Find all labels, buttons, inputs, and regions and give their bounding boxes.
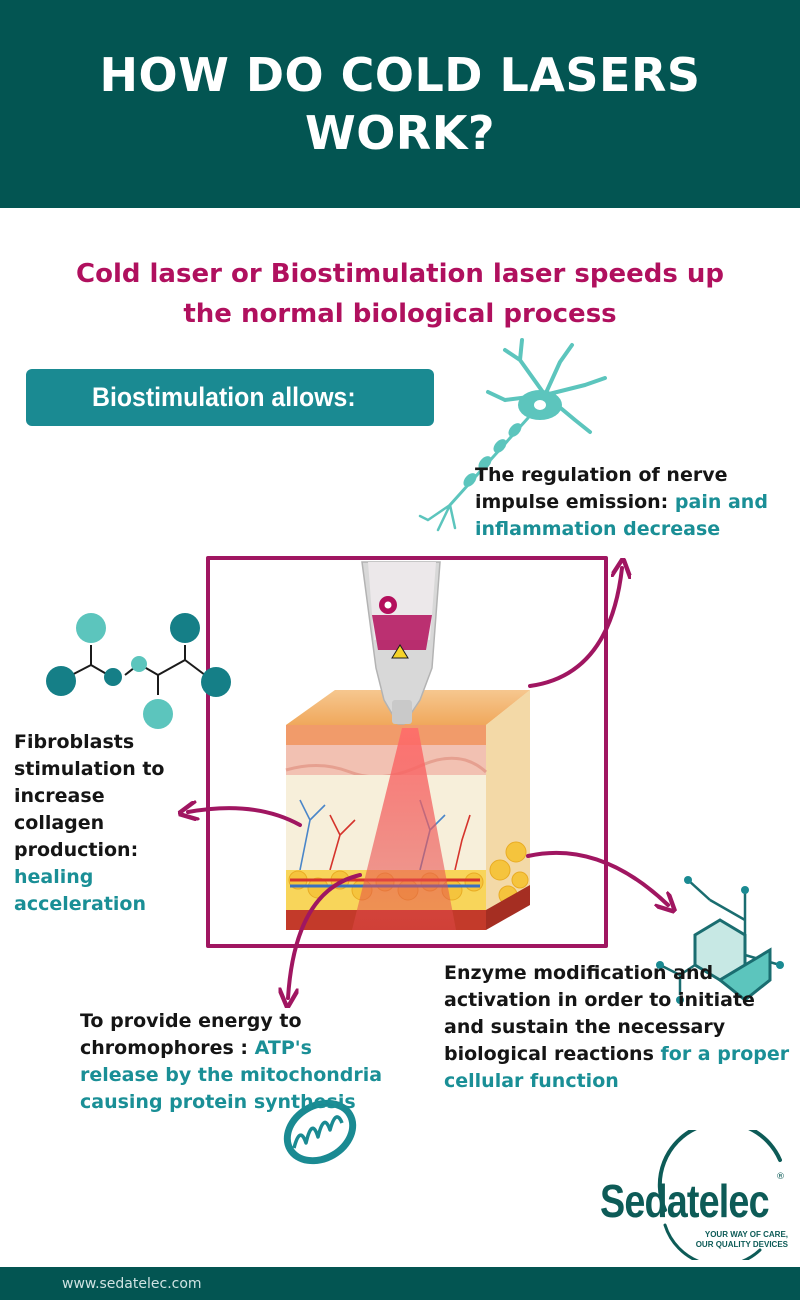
energy-text-block: To provide energy to chromophores : ATP'…	[80, 1008, 390, 1116]
molecule-icon	[46, 613, 231, 729]
fibroblasts-text-block: Fibroblasts stimulation to increase coll…	[14, 729, 194, 918]
arrow-to-energy	[288, 873, 362, 998]
energy-text: To provide energy to chromophores :	[80, 1010, 302, 1059]
page-title: HOW DO COLD LASERS WORK?	[99, 48, 701, 160]
header-band: HOW DO COLD LASERS WORK?	[0, 0, 800, 208]
nerve-regulation-text: The regulation of nerve impulse emission…	[475, 462, 795, 543]
laser-pen-icon	[361, 561, 441, 725]
benzene-molecule-icon	[656, 876, 784, 1004]
enzyme-text: Enzyme modification and activation in or…	[444, 962, 755, 1065]
laser-beam	[352, 728, 456, 930]
nerve-highlight: pain and inflammation decrease	[475, 491, 768, 540]
logo-tagline-1: YOUR WAY OF CARE,	[704, 1230, 788, 1239]
sedatelec-logo[interactable]: Sedatelec ® YOUR WAY OF CARE, OUR QUALIT…	[590, 1130, 790, 1260]
arrow-to-nerve	[528, 568, 622, 688]
energy-highlight: ATP's release by the mitochondria causin…	[80, 1037, 383, 1113]
logo-wordmark: Sedatelec	[600, 1175, 770, 1227]
banner-label: Biostimulation allows:	[92, 382, 356, 412]
arrow-to-enzyme	[526, 850, 668, 905]
frame-border	[206, 556, 608, 948]
fibroblasts-text: Fibroblasts stimulation to increase coll…	[14, 731, 165, 861]
website-link[interactable]: www.sedatelec.com	[62, 1275, 202, 1292]
mitochondria-icon	[283, 1099, 357, 1165]
subtitle: Cold laser or Biostimulation laser speed…	[76, 259, 724, 329]
registered-mark: ®	[776, 1172, 785, 1182]
biostimulation-banner: Biostimulation allows:	[26, 369, 434, 426]
logo-tagline: YOUR WAY OF CARE, OUR QUALITY DEVICES	[658, 1230, 788, 1250]
enzyme-highlight: for a proper cellular function	[444, 1043, 790, 1092]
footer-band: www.sedatelec.com	[0, 1267, 800, 1300]
enzyme-text-block: Enzyme modification and activation in or…	[444, 960, 794, 1095]
logo-swoosh-icon	[657, 1130, 782, 1260]
fibroblasts-highlight: healing acceleration	[14, 866, 146, 915]
logo-tagline-2: OUR QUALITY DEVICES	[695, 1240, 788, 1249]
neuron-icon	[418, 338, 607, 532]
arrow-to-fibroblasts	[188, 808, 302, 827]
nerve-text: The regulation of nerve impulse emission…	[475, 464, 728, 513]
